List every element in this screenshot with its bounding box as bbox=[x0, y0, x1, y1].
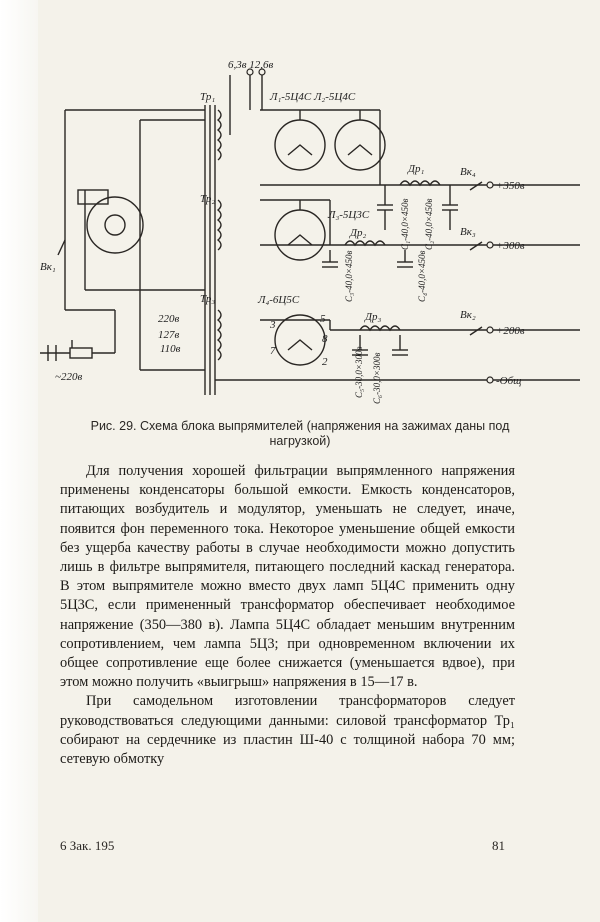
label-c1: С₁-40,0×450в bbox=[400, 199, 410, 250]
label-c4: С₄-40,0×450в bbox=[417, 251, 427, 302]
label-tap-220: 220в bbox=[158, 313, 180, 325]
label-vk4: Вк₄ bbox=[460, 166, 476, 178]
label-mains: ~220в bbox=[55, 371, 82, 383]
label-vk3: Вк₃ bbox=[460, 226, 476, 238]
label-out-common: -Общ bbox=[496, 375, 521, 387]
paragraph-2: При самодельном изготовлении трансформат… bbox=[60, 693, 515, 768]
label-lamp4: Л₄-6Ц5С bbox=[257, 294, 300, 306]
label-dr2: Др₂ bbox=[349, 227, 366, 239]
footer-signature: 6 Зак. 195 bbox=[60, 838, 115, 853]
paragraph-1: Для получения хорошей фильтрации выпрямл… bbox=[60, 463, 515, 691]
label-vk1: Вк₁ bbox=[40, 261, 56, 273]
label-c6: С₆-30,0×300в bbox=[372, 353, 382, 404]
label-lamps-12: Л₁-5Ц4С Л₂-5Ц4С bbox=[269, 91, 356, 103]
page-number: 81 bbox=[492, 838, 505, 853]
label-top-voltage: 6,3в 12,6в bbox=[228, 59, 274, 71]
figure-caption: Рис. 29. Схема блока выпрямителей (напря… bbox=[90, 419, 510, 448]
label-pin7: 7 bbox=[270, 345, 276, 357]
label-out-200: +200в bbox=[496, 325, 525, 337]
book-page bbox=[38, 0, 600, 922]
label-tr2: Тр₂ bbox=[200, 193, 215, 205]
label-c2: С₂-40,0×450в bbox=[424, 199, 434, 250]
label-pin2: 2 bbox=[322, 356, 328, 368]
label-pin3: 3 bbox=[269, 319, 276, 331]
page-margin bbox=[0, 0, 38, 922]
label-tr1: Тр₁ bbox=[200, 91, 215, 103]
label-vk2: Вк₂ bbox=[460, 309, 476, 321]
label-out-350: +350в bbox=[496, 180, 525, 192]
label-lamp3: Л₃-5Ц3С bbox=[327, 209, 370, 221]
label-out-300: +300в bbox=[496, 240, 525, 252]
label-pin5: 5 bbox=[320, 313, 326, 325]
label-tap-127: 127в bbox=[158, 329, 180, 341]
label-dr3: Др₃ bbox=[364, 311, 381, 323]
body-text: Для получения хорошей фильтрации выпрямл… bbox=[60, 462, 515, 769]
label-dr1: Др₁ bbox=[407, 163, 424, 175]
rectifier-schematic: 6,3в 12,6в Тр₁ Тр₂ Тр₃ Л₁-5Ц4С Л₂-5Ц4С Л… bbox=[40, 59, 580, 404]
label-pin8: 8 bbox=[322, 333, 328, 345]
label-c5: С₅-30,0×300в bbox=[354, 347, 364, 398]
label-c3: С₃-40,0×450в bbox=[344, 251, 354, 302]
label-tr3: Тр₃ bbox=[200, 293, 215, 305]
label-tap-110: 110в bbox=[160, 343, 181, 355]
